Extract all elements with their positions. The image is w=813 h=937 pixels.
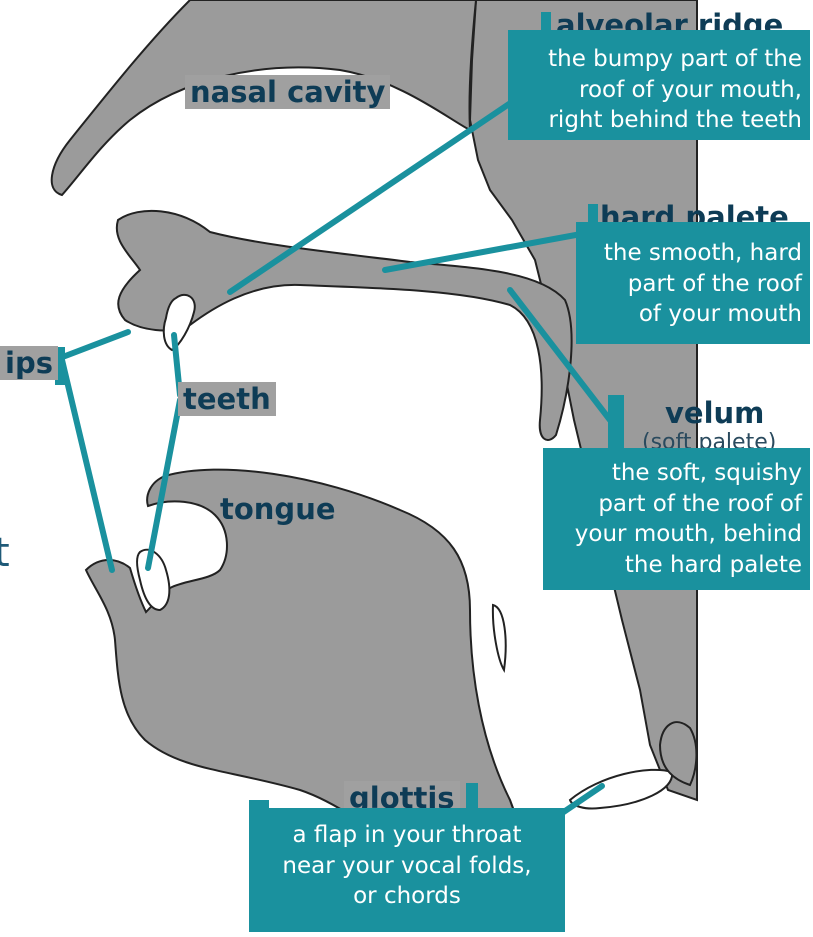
tab-hard-palete <box>588 204 598 230</box>
label-tongue: tongue <box>220 492 336 526</box>
tab-velum <box>608 395 624 450</box>
leader-hard-palete <box>382 229 595 273</box>
desc-alveolar-ridge: the bumpy part of the roof of your mouth… <box>508 30 810 140</box>
desc-line: or chords <box>353 883 461 909</box>
desc-line: your mouth, behind <box>574 521 802 547</box>
desc-line: part of the roof <box>627 270 802 297</box>
desc-line: near your vocal folds, <box>282 852 532 879</box>
desc-glottis: a flap in your throat near your vocal fo… <box>249 808 565 932</box>
tab-glottis-right <box>466 783 478 809</box>
glottis-flap <box>568 768 674 810</box>
label-nasal-cavity: nasal cavity <box>185 75 391 109</box>
desc-line: of your mouth <box>638 301 802 327</box>
lower-teeth <box>136 548 171 612</box>
desc-line: the soft, squishy <box>611 460 802 486</box>
leader-lips-upper <box>57 329 131 361</box>
upper-jaw-palate <box>115 209 573 441</box>
glottis-cartilage <box>658 721 698 787</box>
stray-char: t <box>0 530 10 576</box>
lower-jaw <box>84 468 563 871</box>
leader-alveolar-ridge <box>227 99 515 295</box>
desc-line: part of the roof of <box>598 490 802 517</box>
desc-line: the smooth, hard <box>603 240 802 266</box>
desc-velum: the soft, squishy part of the roof of yo… <box>543 448 810 590</box>
leader-teeth-lower <box>145 397 183 571</box>
desc-hard-palete: the smooth, hard part of the roof of you… <box>576 222 810 344</box>
desc-line: roof of your mouth, <box>579 76 802 103</box>
desc-line: a flap in your throat <box>292 822 522 848</box>
tab-alveolar <box>541 12 551 38</box>
leader-lips-lower <box>59 357 115 573</box>
label-lips: ips <box>0 346 58 380</box>
desc-line: right behind the teeth <box>548 107 802 133</box>
tab-lips <box>55 347 65 385</box>
epiglottis <box>491 603 507 673</box>
desc-line: the hard palete <box>624 551 802 578</box>
label-velum: velum <box>665 396 765 430</box>
leader-velum <box>507 287 613 423</box>
tab-glottis-left <box>249 800 269 810</box>
label-teeth: teeth <box>178 382 276 416</box>
desc-line: the bumpy part of the <box>548 46 802 72</box>
